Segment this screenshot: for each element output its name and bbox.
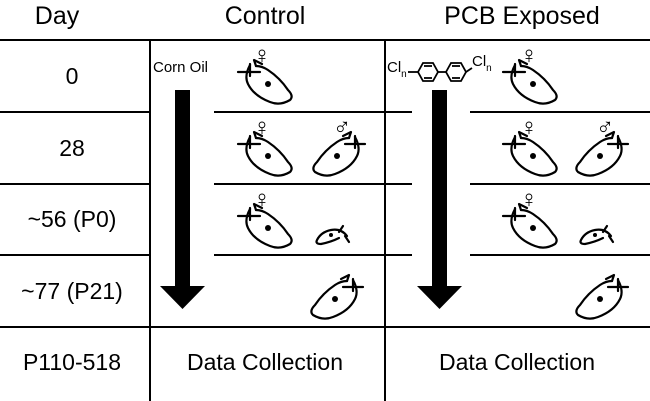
header-day: Day [35,2,80,30]
female-symbol: ♀ [520,42,538,69]
day-label: P110-518 [23,349,121,375]
day-label: ~56 (P0) [28,206,117,232]
female-symbol: ♀ [520,114,538,141]
table-grid [0,39,650,401]
arrow-down-icon [417,90,462,309]
day-label: ~77 (P21) [21,278,123,304]
arrow-down-icon [160,90,205,309]
pup-icon [315,224,351,246]
day-label: 0 [66,63,79,89]
corn-oil-label: Corn Oil [153,59,208,76]
exposed-data-collection: Data Collection [439,349,595,375]
day-label: 28 [59,135,85,161]
biphenyl-icon: Cln Cln [387,53,492,82]
pup-icon [579,224,615,246]
control-data-collection: Data Collection [187,349,343,375]
female-symbol: ♀ [520,186,538,213]
header-control: Control [225,2,306,30]
mouse-icon [575,273,630,320]
mouse-icon [310,273,365,320]
chlorine-left: Cln [387,59,407,80]
chlorine-right: Cln [472,53,492,74]
header-pcb-exposed: PCB Exposed [444,2,600,30]
